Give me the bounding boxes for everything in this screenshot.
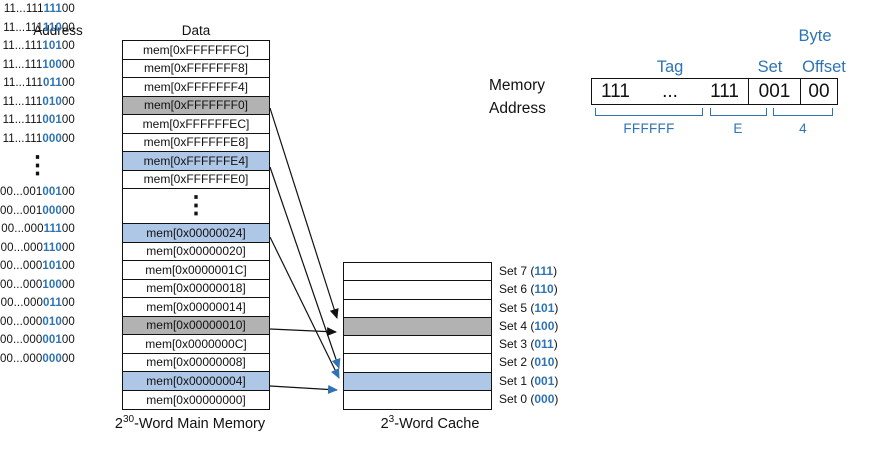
arrow-ffffffe4-to-set1 [269,166,341,369]
set-label: Set 0 (000) [499,391,559,406]
mid-hex-label: E [733,121,743,136]
memory-cell: mem[0xFFFFFFEC] [123,115,269,134]
memory-cell: mem[0x00000018] [123,280,269,298]
cache-row-set6 [344,281,491,300]
vertical-ellipsis-icon: ⋮ [25,151,50,179]
set-label: Set 6 (110) [499,282,558,297]
memory-cell: mem[0x00000000] [146,392,246,407]
memory-cell: mem[0xFFFFFFF8] [123,60,269,78]
main-memory-caption: 230-Word Main Memory [114,414,266,432]
cache-table [343,262,492,410]
set-label: Set 1 (001) [499,373,559,388]
byte-field-label: Byte [798,27,832,45]
set-label: Set 7 (111) [499,264,558,279]
main-memory-table: mem[0xFFFFFFFC] mem[0xFFFFFFF8] mem[0xFF… [122,40,270,410]
memory-cell: mem[0x00000008] [123,354,269,372]
cache-row-set5 [344,300,491,318]
arrow-fffffff0-to-set4 [269,107,339,319]
memory-cell: mem[0xFFFFFFE8] [123,134,269,152]
memory-cell: mem[0x0000000C] [123,335,269,354]
memory-cell: mem[0x0000001C] [123,261,269,280]
memory-cell-highlight-gray: mem[0xFFFFFFF0] [123,96,269,115]
set-label: Set 3 (011) [499,337,558,352]
cache-row-set0 [344,391,491,409]
memory-address-label: Memory Address [489,77,546,117]
tag-hex-label: FFFFFF [623,121,675,136]
cache-caption: 23-Word Cache [380,414,480,432]
tag-field-cell: 111...111 [601,80,739,102]
memory-cell-highlight-gray: mem[0x00000010] [123,316,269,335]
set-label: Set 2 (010) [499,355,559,370]
memory-address-field-box: 111...111 001 00 [591,78,838,105]
address-column-header: Address [33,23,83,38]
mid-hex-bracket [710,108,767,116]
set-field-cell: 001 [748,79,800,104]
offset-field-label: Offset [802,58,846,76]
memory-cell: mem[0x00000014] [123,298,269,317]
memory-cell: mem[0x00000020] [123,243,269,261]
set-field-label: Set [757,58,783,76]
tag-field-label: Tag [656,58,684,76]
memory-cell-highlight-blue: mem[0x00000024] [123,224,269,243]
low-hex-bracket [773,108,833,116]
set-label: Set 4 (100) [499,318,559,333]
set-label: Set 5 (101) [499,300,559,315]
cache-set-labels: Set 7 (111) Set 6 (110) Set 5 (101) Set … [499,262,609,408]
memory-cell: mem[0xFFFFFFE0] [123,171,269,189]
cache-row-set4-highlight-gray [344,317,491,336]
memory-cell: mem[0xFFFFFFF4] [123,78,269,97]
byte-offset-field-cell: 00 [800,79,837,104]
arrow-00000024-to-set1 [269,236,340,379]
data-column-header: Data [181,23,211,38]
vertical-ellipsis-icon: ⋮ [184,192,208,219]
memory-cell-highlight-blue: mem[0xFFFFFFE4] [123,152,269,171]
cache-row-set3 [344,336,491,355]
arrow-00000004-to-set1 [269,384,338,394]
low-hex-label: 4 [799,121,807,136]
memory-cell-highlight-blue: mem[0x00000004] [123,372,269,391]
cache-row-set7 [344,263,491,282]
cache-row-set1-highlight-blue [344,372,491,391]
tag-hex-bracket [595,108,703,116]
cache-row-set2 [344,354,491,373]
memory-cell: mem[0xFFFFFFFC] [123,41,269,60]
arrow-00000010-to-set4 [269,327,337,337]
